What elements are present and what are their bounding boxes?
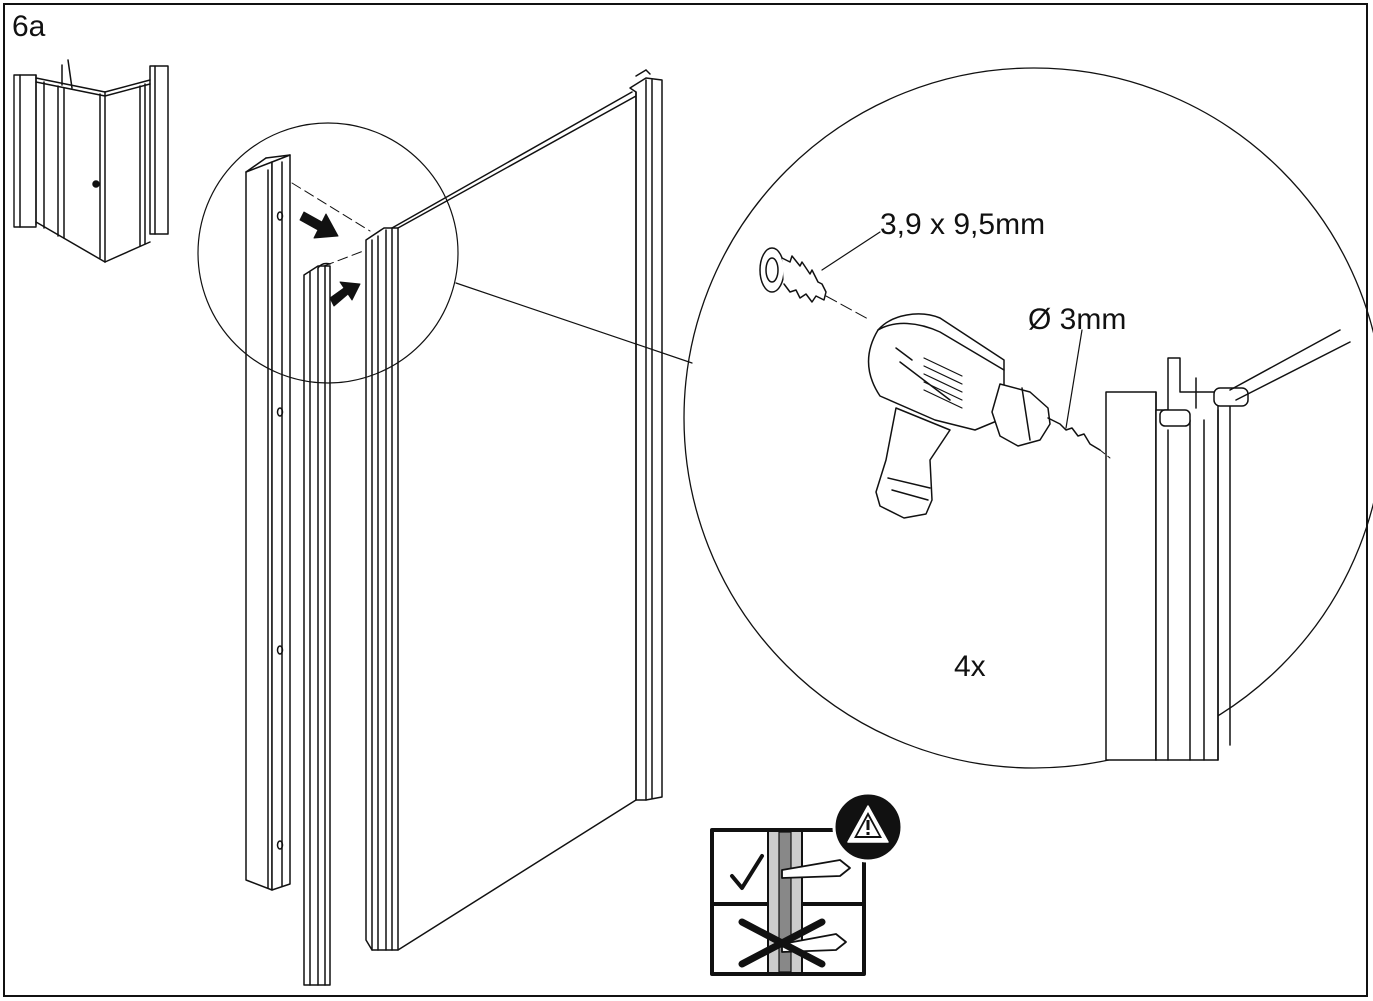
detail-leader-line <box>455 282 693 364</box>
detail-callout-circle <box>197 122 459 384</box>
insert-arrows <box>299 211 361 307</box>
step-label: 6a <box>12 10 46 43</box>
glass-panel <box>365 69 663 951</box>
zoom-profile <box>1105 329 1351 761</box>
wall-profile <box>245 154 291 891</box>
drill-bit-spec-label: Ø 3mm <box>1028 303 1127 336</box>
screw <box>759 231 881 321</box>
inner-profile <box>303 262 331 986</box>
zoom-detail-circle <box>683 67 1373 769</box>
screw-spec-label: 3,9 x 9,5mm <box>880 208 1046 241</box>
power-drill <box>867 313 1111 519</box>
quantity-label: 4x <box>954 650 986 683</box>
checkmark-icon <box>730 854 764 890</box>
warning-panel <box>710 791 904 976</box>
shower-enclosure-thumbnail <box>13 59 169 263</box>
instruction-frame <box>3 3 1368 997</box>
